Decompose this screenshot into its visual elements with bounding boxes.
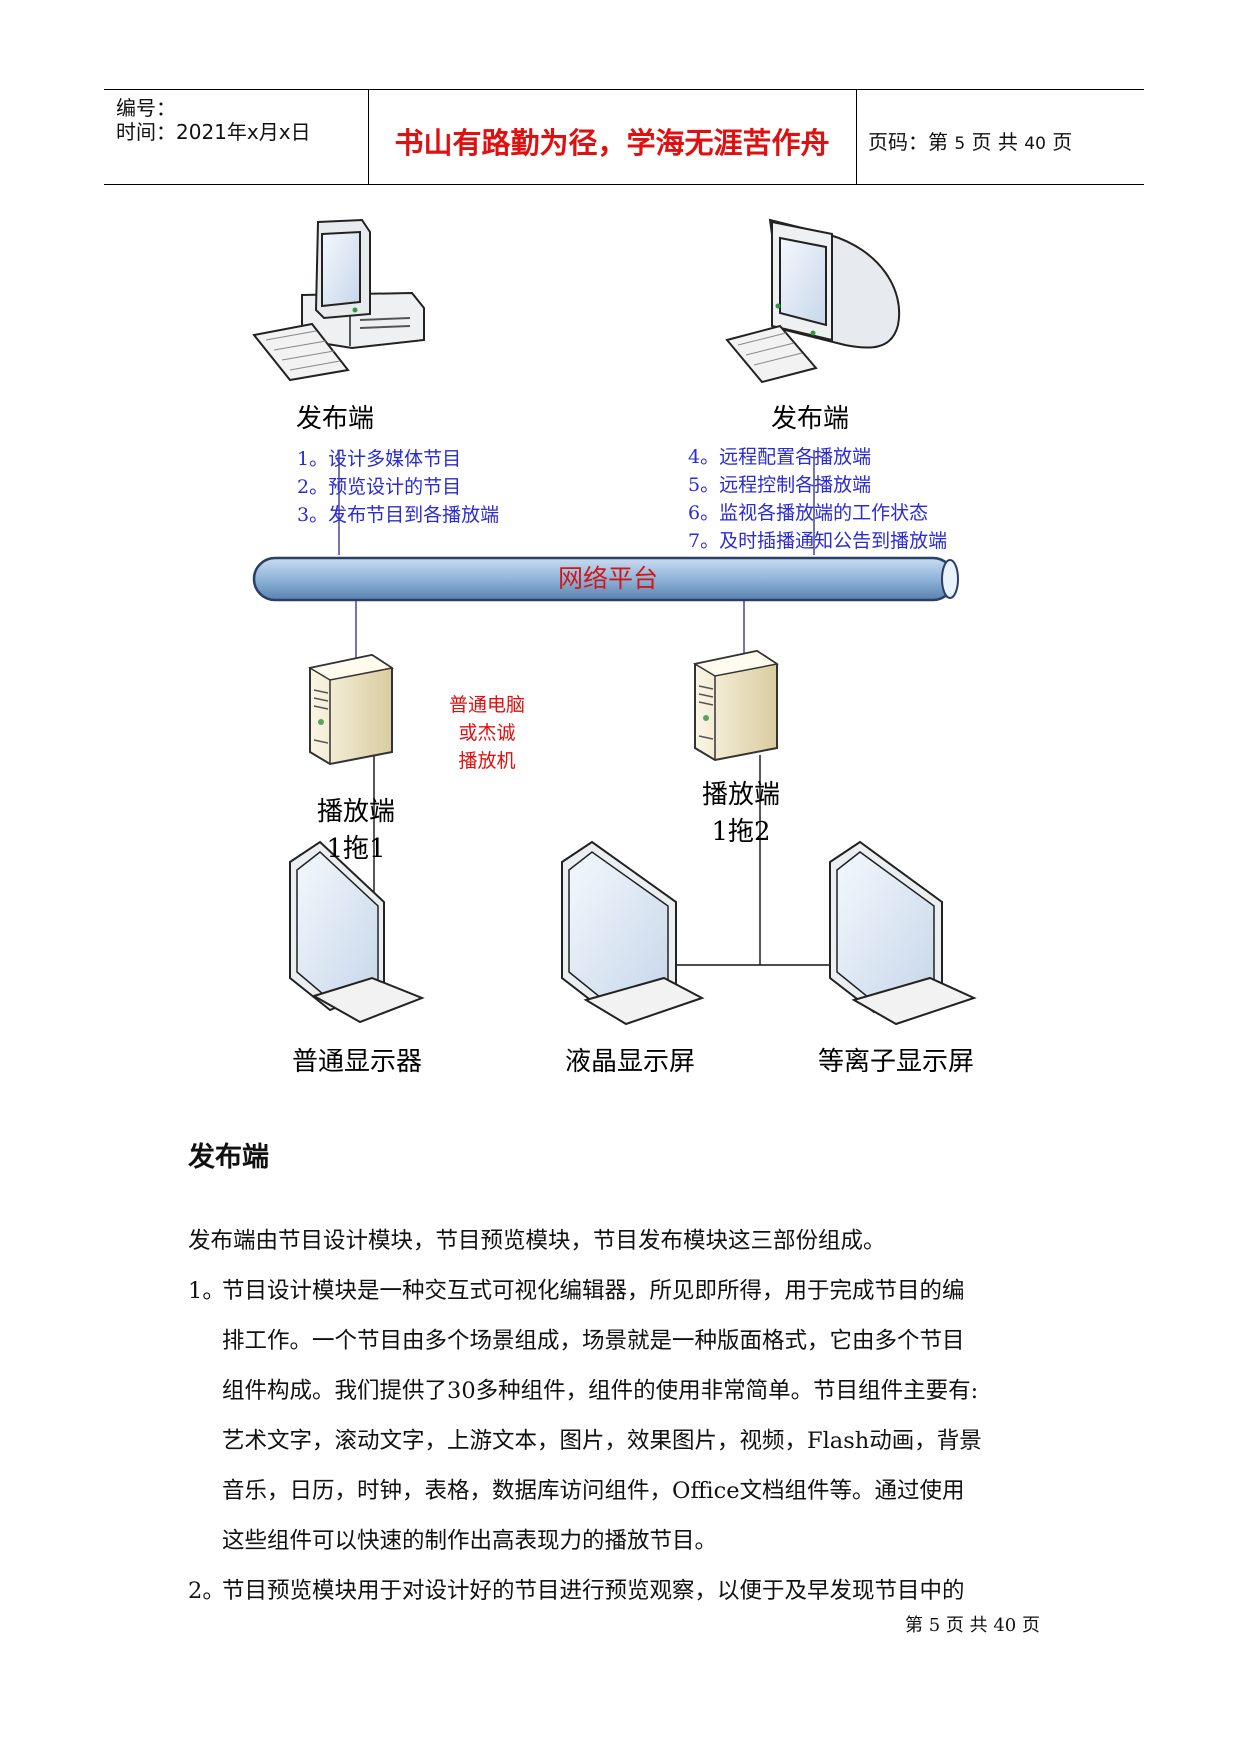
- left-task-item: 1。设计多媒体节目: [297, 448, 461, 470]
- left-task-item: 2。预览设计的节目: [297, 476, 461, 498]
- item1-line: 组件构成。我们提供了30多种组件，组件的使用非常简单。节目组件主要有:: [222, 1378, 979, 1404]
- player-left-label-line: 播放端: [317, 797, 395, 827]
- display-lines: [373, 755, 842, 966]
- item2-line: 节目预览模块用于对设计好的节目进行预览观察，以便于及早发现节目中的: [222, 1578, 965, 1604]
- header-meta-cell: 编号： 时间：2021年x月x日: [104, 90, 369, 184]
- player-right-label: 播放端 1拖2: [702, 780, 780, 847]
- display-label-plasma: 等离子显示屏: [818, 1047, 974, 1077]
- player-right-label-line: 播放端: [702, 780, 780, 810]
- item1-line: 音乐，日历，时钟，表格，数据库访问组件，Office文档组件等。通过使用: [222, 1478, 965, 1504]
- time-label: 时间：2021年x月x日: [116, 120, 311, 144]
- intro-paragraph: 发布端由节目设计模块，节目预览模块，节目发布模块这三部份组成。: [188, 1228, 886, 1254]
- section-title: 发布端: [188, 1142, 269, 1173]
- right-task-list: 4。远程配置各播放端 5。远程控制各播放端 6。监视各播放端的工作状态 7。及时…: [688, 446, 947, 552]
- page-suffix: 页: [1052, 130, 1073, 154]
- item1-number: 1。: [188, 1278, 225, 1304]
- display-label-normal: 普通显示器: [292, 1047, 422, 1077]
- lcd-monitor-icon: [561, 840, 705, 1026]
- header-motto-cell: 书山有路勤为径，学海无涯苦作舟: [368, 90, 857, 184]
- connector-lines: [338, 450, 815, 660]
- display-label-lcd: 液晶显示屏: [565, 1047, 695, 1077]
- right-task-item: 4。远程配置各播放端: [688, 446, 871, 468]
- page-current: 5: [954, 134, 966, 154]
- player-left-label: 播放端 1拖1: [317, 797, 395, 864]
- header-page-cell: 页码：第 5 页 共 40 页: [856, 90, 1144, 184]
- publisher-left-label: 发布端: [296, 404, 374, 434]
- player-note-line: 播放机: [458, 750, 515, 772]
- page-total: 40: [1024, 134, 1046, 154]
- right-task-item: 5。远程控制各播放端: [688, 474, 871, 496]
- item1-line: 艺术文字，滚动文字，上游文本，图片，效果图片，视频，Flash动画，背景: [222, 1428, 982, 1454]
- page-prefix: 页码：第: [868, 130, 948, 154]
- player-right-server-icon: [692, 649, 779, 762]
- publisher-right-monitor-icon: [725, 218, 901, 384]
- page-footer: 第 5 页 共 40 页: [905, 1615, 1040, 1636]
- display-labels: 普通显示器 液晶显示屏 等离子显示屏: [292, 1047, 974, 1077]
- right-task-item: 6。监视各播放端的工作状态: [688, 502, 928, 524]
- plasma-monitor-icon: [829, 840, 977, 1026]
- item1-line: 节目设计模块是一种交互式可视化编辑器，所见即所得，用于完成节目的编: [222, 1278, 965, 1304]
- network-pipe: [252, 556, 959, 602]
- page-code: 页码：第 5 页 共 40 页: [868, 126, 1072, 155]
- item1-line: 排工作。一个节目由多个场景组成，场景就是一种版面格式，它由多个节目: [222, 1328, 965, 1354]
- publisher-right-label: 发布端: [771, 404, 849, 434]
- player-note: 普通电脑 或杰诚 播放机: [449, 694, 525, 772]
- publisher-left-computer-icon: [252, 218, 425, 382]
- item2-number: 2。: [188, 1578, 225, 1604]
- player-note-line: 或杰诚: [458, 722, 515, 744]
- player-right-label-line: 1拖2: [711, 817, 770, 847]
- network-label: 网络平台: [558, 564, 658, 593]
- page-mid: 页 共: [971, 130, 1018, 154]
- network-diagram: 发布端 发布端 1。设计多媒体节目 2。预览设计的节目 3。发布节目到各播放端 …: [252, 218, 977, 1077]
- player-left-server-icon: [307, 653, 394, 766]
- player-note-line: 普通电脑: [449, 694, 525, 716]
- left-task-item: 3。发布节目到各播放端: [297, 504, 499, 526]
- motto: 书山有路勤为径，学海无涯苦作舟: [394, 126, 830, 160]
- normal-monitor-icon: [289, 840, 425, 1024]
- number-label: 编号：: [116, 96, 176, 120]
- player-left-label-line: 1拖1: [326, 834, 385, 864]
- item1-line: 这些组件可以快速的制作出高表现力的播放节目。: [222, 1528, 718, 1554]
- left-task-list: 1。设计多媒体节目 2。预览设计的节目 3。发布节目到各播放端: [297, 448, 499, 526]
- document-header: 编号： 时间：2021年x月x日 书山有路勤为径，学海无涯苦作舟 页码：第 5 …: [104, 89, 1144, 185]
- right-task-item: 7。及时插播通知公告到播放端: [688, 530, 947, 552]
